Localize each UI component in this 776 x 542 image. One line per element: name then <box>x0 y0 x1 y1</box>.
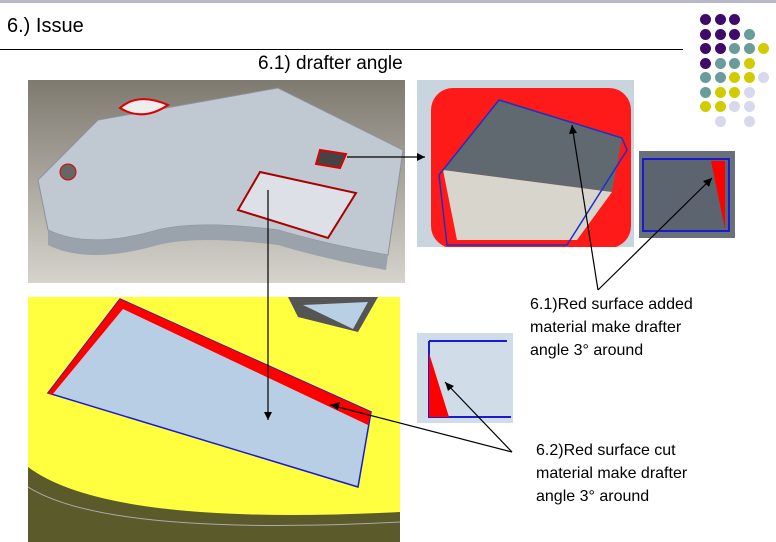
logo-dot <box>700 57 711 69</box>
top-bar <box>0 0 776 3</box>
note-line: angle 3° around <box>536 488 650 505</box>
logo-dot <box>729 28 740 40</box>
logo-dot <box>729 86 740 98</box>
logo-dot <box>700 72 711 83</box>
logo-dot <box>700 101 711 112</box>
logo-dot <box>700 28 711 40</box>
logo-dot <box>700 86 711 98</box>
note-line: 6.2)Red surface cut <box>536 442 676 459</box>
slide-subtitle: 6.1) drafter angle <box>258 53 403 74</box>
logo-dot <box>714 43 726 54</box>
logo-dot <box>729 72 740 83</box>
logo-dot <box>729 43 740 54</box>
logo-dot <box>700 43 711 54</box>
logo-dot <box>729 14 740 25</box>
logo-dot <box>714 14 726 25</box>
note-added-material: 6.1)Red surface added material make draf… <box>530 293 693 362</box>
logo-dot <box>729 57 740 69</box>
logo-dot <box>743 115 755 127</box>
logo-dot <box>700 14 711 25</box>
cad-overview-image <box>28 80 405 283</box>
note-line: material make drafter <box>536 465 688 482</box>
cut-surface-detail-image <box>28 297 400 542</box>
title-divider <box>0 49 683 50</box>
logo-dot <box>743 43 755 54</box>
logo-dot <box>714 72 726 83</box>
section-view-added-image <box>639 151 735 238</box>
note-line: material make drafter <box>530 319 682 336</box>
section-view-cut-image <box>417 333 513 423</box>
square-hole-detail-image <box>417 80 634 247</box>
logo-dot <box>758 72 769 83</box>
logo-dot <box>743 72 755 83</box>
logo-dot <box>714 115 726 127</box>
note-line: 6.1)Red surface added <box>530 296 693 313</box>
logo-dot <box>714 86 726 98</box>
logo-dot <box>743 57 755 69</box>
logo-dot <box>743 86 755 98</box>
logo-dot <box>743 28 755 40</box>
logo-dot <box>758 43 769 54</box>
logo-dot <box>714 28 726 40</box>
note-line: angle 3° around <box>530 342 644 359</box>
logo-dot <box>714 57 726 69</box>
logo-dot <box>743 101 755 112</box>
note-cut-material: 6.2)Red surface cut material make drafte… <box>536 439 687 508</box>
slide-title: 6.) Issue <box>7 15 84 37</box>
logo-dot <box>714 101 726 112</box>
logo-dot <box>729 101 740 112</box>
